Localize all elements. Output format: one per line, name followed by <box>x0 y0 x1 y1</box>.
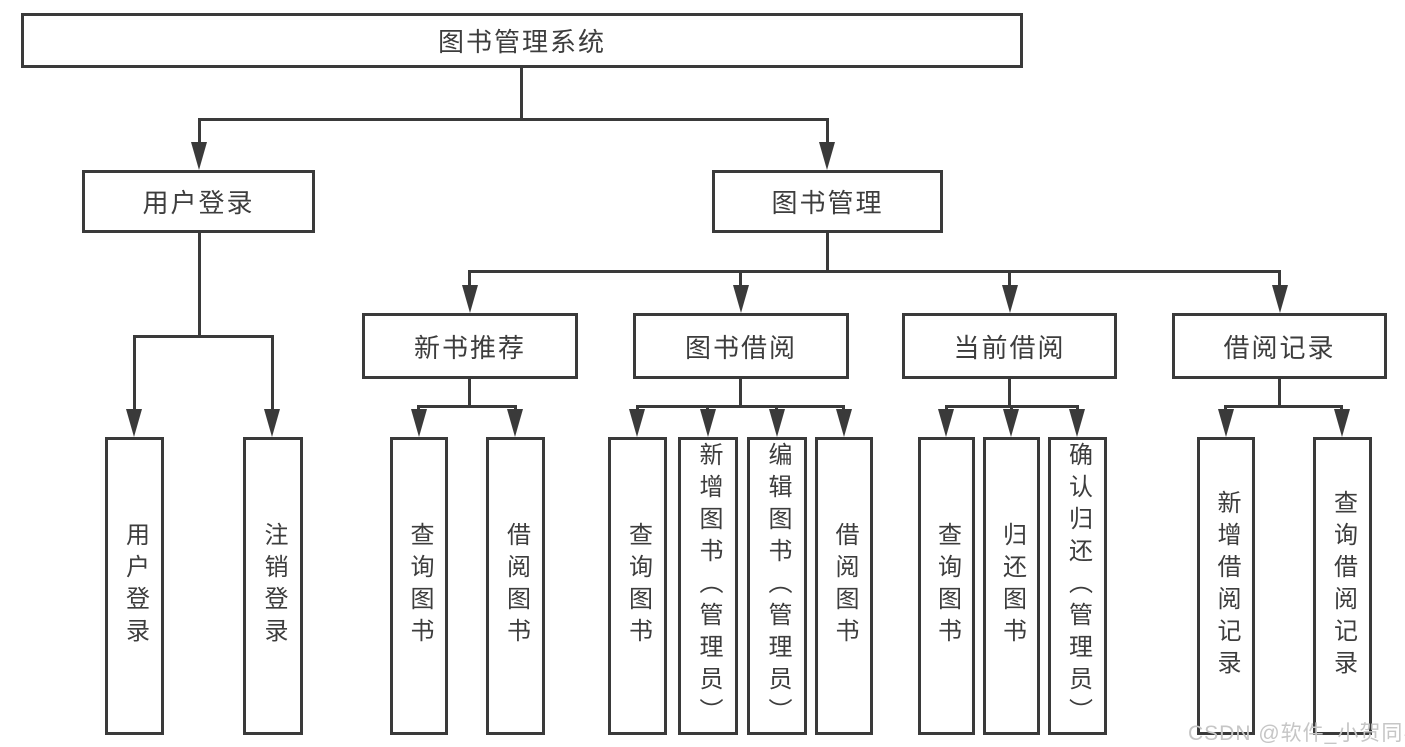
leaf-confirm-return-admin: 确认归还（管理员） <box>1048 437 1107 735</box>
connector-line <box>468 379 471 408</box>
connector-line <box>739 270 742 289</box>
arrow-down-icon <box>700 409 716 437</box>
leaf-logout-label: 注销登录 <box>260 522 287 650</box>
connector-line <box>1008 379 1011 408</box>
leaf-user-login-label: 用户登录 <box>121 522 149 650</box>
arrow-down-icon <box>126 409 142 437</box>
connector-line <box>1224 405 1343 408</box>
connector-line <box>739 379 742 408</box>
arrow-down-icon <box>1003 409 1019 437</box>
connector-line <box>826 118 829 146</box>
leaf-recommend-query-books-label: 查询图书 <box>406 522 433 650</box>
connector-line <box>826 233 829 273</box>
node-book-borrowing-label: 图书借阅 <box>684 332 797 363</box>
leaf-borrow-books-label: 借阅图书 <box>831 522 858 650</box>
arrow-down-icon <box>938 409 954 437</box>
leaf-add-borrow-record: 新增借阅记录 <box>1197 437 1255 735</box>
node-new-book-recommend-label: 新书推荐 <box>413 332 526 363</box>
node-root: 图书管理系统 <box>21 13 1023 68</box>
leaf-current-query-books-label: 查询图书 <box>933 522 961 650</box>
node-current-borrowing-label: 当前借阅 <box>953 332 1066 363</box>
node-borrow-records: 借阅记录 <box>1172 313 1387 379</box>
connector-line <box>520 68 523 121</box>
leaf-add-borrow-record-label: 新增借阅记录 <box>1213 490 1240 682</box>
leaf-recommend-borrow-books: 借阅图书 <box>486 437 545 735</box>
node-borrow-records-label: 借阅记录 <box>1223 332 1336 363</box>
leaf-add-books-admin-label: 新增图书（管理员） <box>695 442 722 730</box>
leaf-borrowing-query-books: 查询图书 <box>608 437 667 735</box>
arrow-down-icon <box>1272 285 1288 313</box>
arrow-down-icon <box>1002 285 1018 313</box>
leaf-query-borrow-record-label: 查询借阅记录 <box>1329 490 1357 682</box>
leaf-recommend-borrow-books-label: 借阅图书 <box>502 522 530 650</box>
leaf-return-books-label: 归还图书 <box>998 522 1026 650</box>
connector-line <box>945 405 1079 408</box>
node-book-management-label: 图书管理 <box>771 188 884 218</box>
connector-line <box>198 118 829 121</box>
arrow-down-icon <box>836 409 852 437</box>
arrow-down-icon <box>264 409 280 437</box>
arrow-down-icon <box>411 409 427 437</box>
connector-line <box>271 335 274 411</box>
leaf-recommend-query-books: 查询图书 <box>390 437 448 735</box>
watermark: CSDN @软件_小贺同学 <box>1188 722 1405 745</box>
arrow-down-icon <box>1334 409 1350 437</box>
leaf-borrowing-query-books-label: 查询图书 <box>624 522 652 650</box>
leaf-edit-books-admin: 编辑图书（管理员） <box>747 437 807 735</box>
leaf-query-borrow-record: 查询借阅记录 <box>1313 437 1372 735</box>
arrow-down-icon <box>507 409 523 437</box>
arrow-down-icon <box>462 285 478 313</box>
connector-line <box>198 118 201 146</box>
arrow-down-icon <box>1069 409 1085 437</box>
node-book-borrowing: 图书借阅 <box>633 313 849 379</box>
arrow-down-icon <box>191 142 207 170</box>
arrow-down-icon <box>1218 409 1234 437</box>
leaf-return-books: 归还图书 <box>983 437 1040 735</box>
arrow-down-icon <box>629 409 645 437</box>
connector-line <box>1278 379 1281 408</box>
connector-line <box>1278 270 1281 289</box>
leaf-borrow-books: 借阅图书 <box>815 437 873 735</box>
connector-line <box>468 270 471 289</box>
connector-line <box>133 335 136 411</box>
connector-line <box>468 270 1281 273</box>
leaf-current-query-books: 查询图书 <box>918 437 975 735</box>
connector-line <box>133 335 274 338</box>
node-current-borrowing: 当前借阅 <box>902 313 1117 379</box>
connector-line <box>417 405 517 408</box>
node-user-login: 用户登录 <box>82 170 315 233</box>
node-root-label: 图书管理系统 <box>437 27 606 57</box>
node-new-book-recommend: 新书推荐 <box>362 313 578 379</box>
leaf-confirm-return-admin-label: 确认归还（管理员） <box>1064 442 1092 730</box>
arrow-down-icon <box>733 285 749 313</box>
node-user-login-label: 用户登录 <box>142 188 255 218</box>
leaf-logout: 注销登录 <box>243 437 303 735</box>
node-book-management: 图书管理 <box>712 170 943 233</box>
connector-line <box>636 405 845 408</box>
arrow-down-icon <box>769 409 785 437</box>
arrow-down-icon <box>819 142 835 170</box>
leaf-add-books-admin: 新增图书（管理员） <box>678 437 738 735</box>
connector-line <box>1008 270 1011 289</box>
leaf-user-login: 用户登录 <box>105 437 164 735</box>
connector-line <box>198 233 201 338</box>
leaf-edit-books-admin-label: 编辑图书（管理员） <box>764 442 791 730</box>
